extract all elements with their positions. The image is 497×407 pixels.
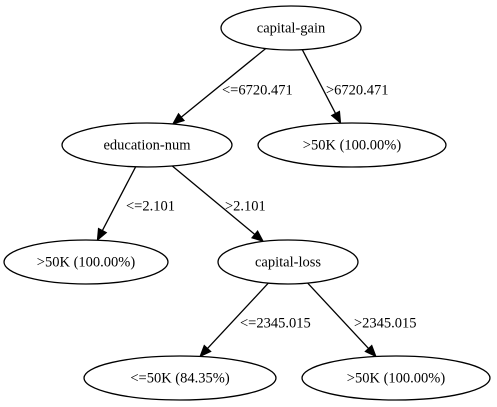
edge-label: <=2345.015 [240, 315, 311, 331]
node-label: education-num [104, 137, 192, 153]
node-label: capital-gain [257, 20, 326, 36]
node-leaf-gt50k-left: >50K (100.00%) [3, 239, 169, 285]
edge-line [207, 282, 269, 349]
arrow-head-icon [251, 230, 265, 243]
arrow-head-icon [330, 110, 342, 125]
edge-line [180, 48, 267, 118]
node-capital-gain: capital-gain [220, 5, 362, 51]
edge-label: >6720.471 [326, 82, 389, 98]
node-ellipse [220, 5, 362, 51]
node-label: >50K (100.00%) [347, 370, 446, 386]
edge-line [101, 166, 137, 231]
edge-label: >2345.015 [354, 315, 417, 331]
node-ellipse [61, 122, 233, 168]
arrow-head-icon [364, 344, 377, 358]
node-label: >50K (100.00%) [37, 254, 136, 270]
node-leaf-gt50k-top: >50K (100.00%) [257, 122, 447, 168]
node-ellipse [217, 239, 359, 285]
edge-line [171, 165, 256, 235]
node-leaf-le50k: <=50K (84.35%) [83, 355, 277, 401]
edge-label: <=6720.471 [222, 82, 293, 98]
arrow-head-icon [199, 344, 212, 358]
nodes-layer: capital-gain education-num >50K (100.00%) >… [3, 5, 491, 401]
edge-line [307, 282, 369, 349]
edges-layer: <=6720.471 >6720.471 <=2.101 >2.101 <=2345.0… [96, 48, 417, 358]
node-ellipse [257, 122, 447, 168]
edge-line [301, 49, 337, 114]
node-education-num: education-num [61, 122, 233, 168]
node-ellipse [301, 355, 491, 401]
node-ellipse [3, 239, 169, 285]
arrow-head-icon [171, 112, 186, 125]
node-label: <=50K (84.35%) [130, 370, 229, 386]
edge-education-num-gt: >2.101 [171, 165, 266, 243]
node-capital-loss: capital-loss [217, 239, 359, 285]
edge-label: <=2.101 [126, 198, 175, 214]
edge-capital-gain-le: <=6720.471 [171, 48, 293, 125]
edge-label: >2.101 [225, 198, 266, 214]
edge-education-num-le: <=2.101 [96, 166, 175, 242]
node-label: capital-loss [255, 254, 321, 270]
node-label: >50K (100.00%) [303, 137, 402, 153]
edge-capital-loss-le: <=2345.015 [199, 282, 311, 358]
node-leaf-gt50k-bottom: >50K (100.00%) [301, 355, 491, 401]
arrow-head-icon [96, 227, 108, 242]
edge-capital-gain-gt: >6720.471 [301, 49, 389, 125]
node-ellipse [83, 355, 277, 401]
edge-capital-loss-gt: >2345.015 [307, 282, 417, 358]
